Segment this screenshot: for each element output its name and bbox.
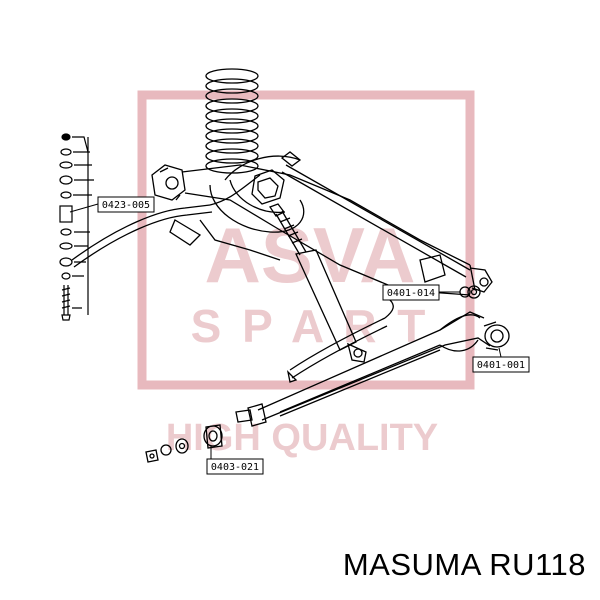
bushing-0403-021-parts (145, 424, 223, 463)
callout-leader (498, 347, 502, 358)
axle-housing (151, 164, 476, 296)
brand-part-number: MASUMA RU118 (342, 547, 586, 582)
callout-box (206, 458, 264, 475)
bump-stop-mount (224, 155, 301, 205)
upper-link-rod (280, 151, 493, 293)
callout-label: 0401-014 (387, 288, 435, 299)
callout-label: 0403-021 (211, 462, 259, 473)
bushing-0401-014-part (459, 285, 481, 299)
watermark-frame (137, 90, 475, 390)
callout-label: 0423-005 (102, 200, 150, 211)
callout-0403-021: 0403-021 (206, 446, 264, 475)
callout-0423-005: 0423-005 (69, 196, 155, 213)
stabilizer-link-stack (59, 133, 94, 321)
callout-leader (69, 203, 99, 213)
coil-spring (205, 68, 259, 174)
lower-trailing-arm (235, 311, 510, 427)
stabilizer-bar (71, 174, 394, 383)
callout-label: 0401-001 (477, 360, 525, 371)
callout-0401-014: 0401-014 (382, 284, 460, 301)
callout-0401-001: 0401-001 (472, 347, 530, 373)
